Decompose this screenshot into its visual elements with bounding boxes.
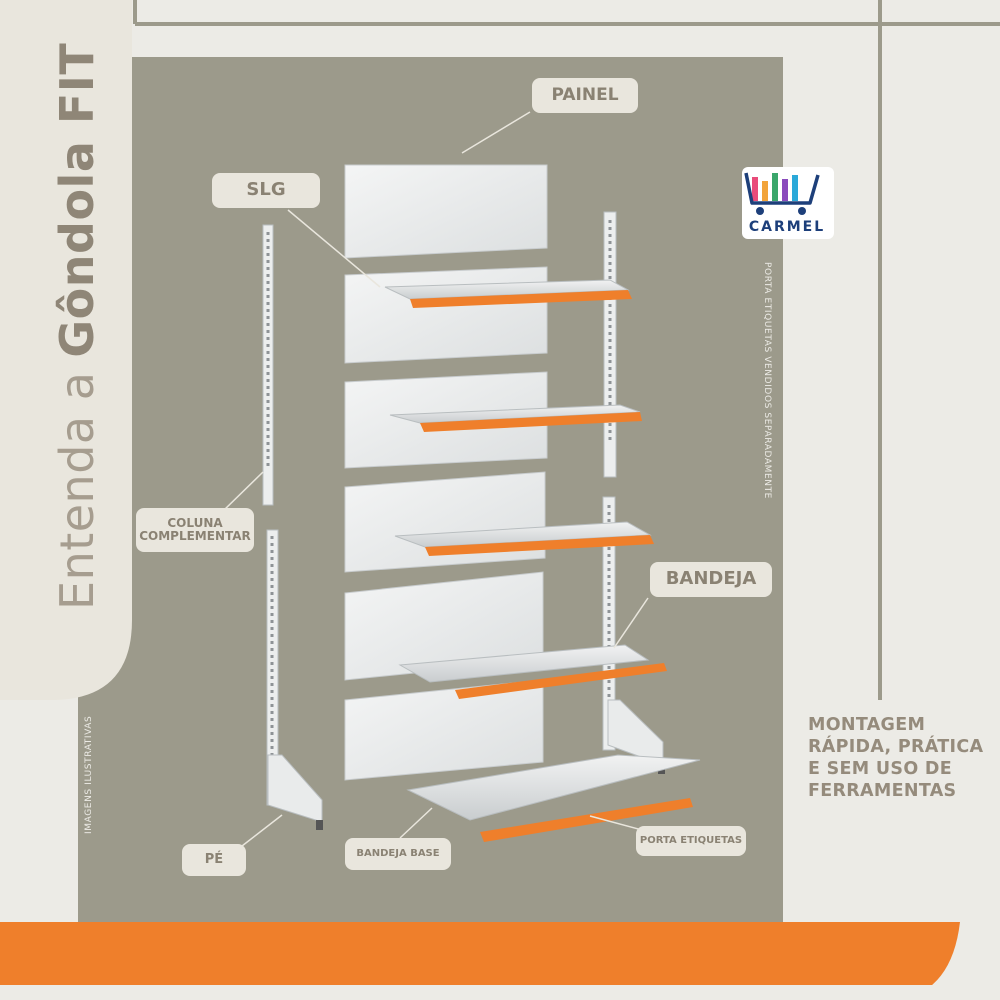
note-porta-vendidos: PORTA ETIQUETAS VENDIDOS SEPARADAMENTE [762,262,772,499]
label-coluna-line2: COMPLEMENTAR [139,529,251,543]
shelf-2 [389,404,642,432]
label-bandeja: BANDEJA [650,562,772,597]
logo-text: CARMEL [748,219,826,235]
left-column [266,529,323,830]
shopping-cart-icon [742,167,834,239]
tagline: MONTAGEM RÁPIDA, PRÁTICA E SEM USO DE FE… [808,714,993,802]
label-coluna-complementar: COLUNA COMPLEMENTAR [136,508,254,552]
shelf-base [406,754,701,842]
note-imagens-ilustrativas: IMAGENS ILUSTRATIVAS [84,715,94,834]
label-painel: PAINEL [532,78,638,113]
label-coluna-line1: COLUNA [167,516,223,531]
title-light: Entenda a [50,371,104,610]
title-bold: Gôndola FIT [50,42,104,358]
label-slg: SLG [212,173,320,208]
coluna-complementar-part [262,224,274,506]
right-upper-column [603,211,617,478]
tagline-line-4: FERRAMENTAS [808,781,957,801]
tagline-line-2: RÁPIDA, PRÁTICA [808,737,984,757]
leader-lines [221,111,649,847]
label-porta-etiquetas: PORTA ETIQUETAS [636,826,746,856]
label-pe: PÉ [182,844,246,876]
tagline-line-3: E SEM USO DE [808,759,952,779]
tagline-line-1: MONTAGEM [808,715,926,735]
shelf-1 [384,279,632,308]
shelf-3 [394,521,654,556]
label-bandeja-base: BANDEJA BASE [345,838,451,870]
page-title: Entenda a Gôndola FIT [42,40,112,610]
shelf-4 [398,644,667,699]
